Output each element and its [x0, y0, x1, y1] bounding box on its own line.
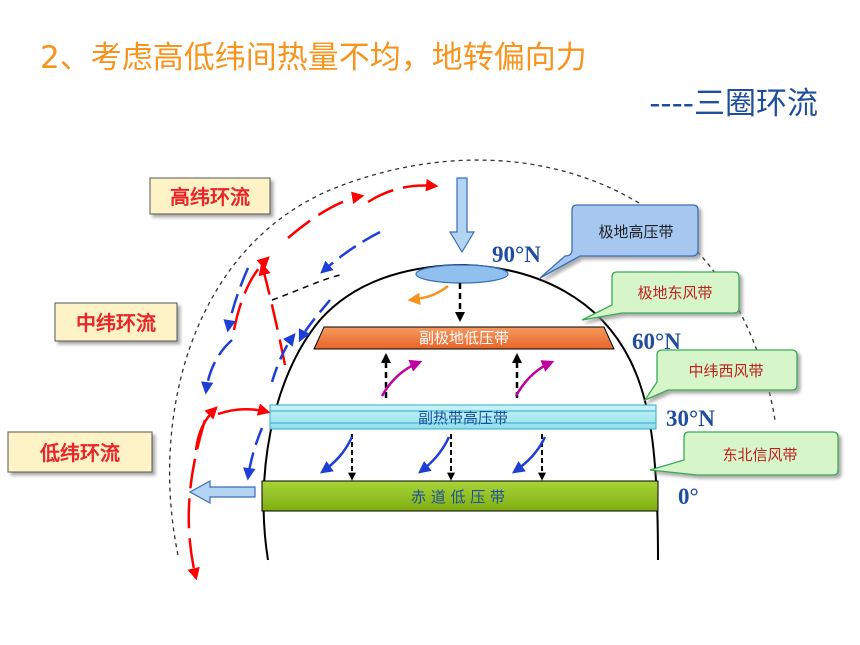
- title-line-2: ----三圈环流: [649, 86, 818, 122]
- polar-easterly-arrow: [407, 285, 449, 306]
- blue-arrow-low-down: [243, 427, 264, 481]
- westerly-arrow-left: [380, 359, 423, 397]
- trade-wind-arrow-2: [418, 436, 451, 474]
- subpolar-low-label: 副极地低压带: [419, 329, 509, 347]
- equatorial-outflow-arrow: [188, 479, 256, 505]
- red-arrow-high-top: [367, 178, 439, 204]
- high-latitude-cell-label: 高纬环流: [170, 185, 250, 209]
- high-latitude-cell-box: 高纬环流: [149, 177, 271, 215]
- lat-30n: 30°N: [666, 406, 715, 431]
- polar-descending-air-arrow: [448, 177, 476, 254]
- trade-wind-arrow-3: [511, 436, 547, 474]
- ne-trades-callout: 东北信风带: [649, 431, 839, 476]
- polar-high-ellipse: [415, 264, 509, 284]
- subtropical-high-band: [269, 404, 657, 430]
- lat-90n: 90°N: [492, 242, 541, 267]
- title-line-1: 2、考虑高低纬间热量不均，地转偏向力: [40, 40, 587, 76]
- equatorial-low-label: 赤 道 低 压 带: [411, 488, 505, 506]
- low-latitude-cell-box: 低纬环流: [7, 431, 153, 473]
- westerlies-callout: 中纬西风带: [643, 349, 798, 402]
- subtropical-high-label: 副热带高压带: [418, 409, 508, 427]
- low-latitude-cell-label: 低纬环流: [39, 441, 120, 465]
- polar-easterlies-callout-text: 极地东风带: [637, 284, 712, 302]
- polar-high-callout: 极地高压带: [539, 204, 699, 279]
- blue-arrow-inner-up: [270, 333, 296, 383]
- equatorial-low-band: [261, 480, 659, 512]
- westerly-arrow-right: [514, 360, 555, 397]
- red-arrow-mid-left: [258, 262, 287, 366]
- trade-wind-arrow-1: [319, 436, 354, 474]
- ne-trades-callout-text: 东北信风带: [722, 446, 797, 464]
- mid-latitude-cell-box: 中纬环流: [54, 302, 178, 342]
- blue-arrow-mid-down: [223, 267, 250, 333]
- westerlies-callout-text: 中纬西风带: [688, 362, 763, 380]
- earth-surface-dashed: [271, 274, 341, 301]
- red-arrow-low-right: [217, 403, 271, 416]
- subpolar-low-band: [313, 326, 615, 350]
- lat-0: 0°: [678, 484, 699, 509]
- blue-arrow-mid-inner: [298, 299, 331, 343]
- red-arrow-mid-up: [232, 256, 270, 331]
- red-arrow-low-down: [187, 419, 207, 581]
- mid-latitude-cell-label: 中纬环流: [76, 311, 156, 335]
- polar-easterlies-callout: 极地东风带: [581, 271, 740, 321]
- blue-arrow-mid-down2: [200, 339, 233, 395]
- blue-arrow-high-return: [320, 230, 381, 274]
- polar-high-callout-text: 极地高压带: [598, 223, 673, 241]
- red-arrow-high-left: [287, 191, 365, 239]
